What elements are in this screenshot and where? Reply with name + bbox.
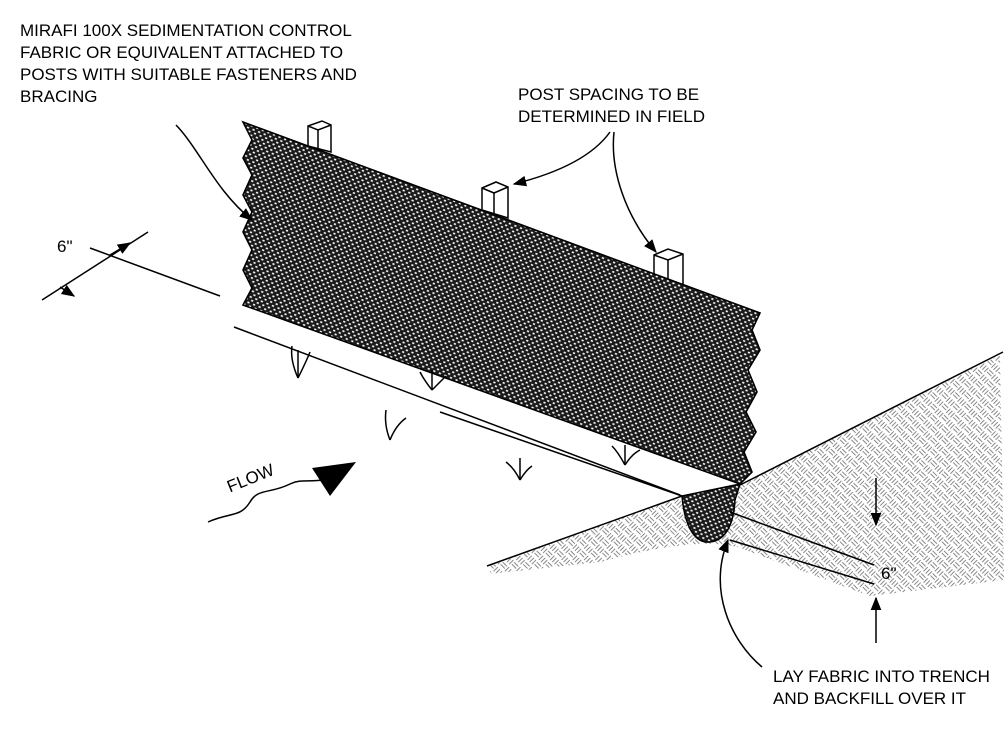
grass-tuft-icon [611, 445, 641, 466]
fabric-callout-line: POSTS WITH SUITABLE FASTENERS AND [20, 65, 357, 84]
trench [681, 483, 742, 543]
grass-tuft-icon [384, 409, 407, 441]
soil-slope [486, 351, 1004, 596]
trench-callout: LAY FABRIC INTO TRENCH AND BACKFILL OVER… [773, 666, 990, 710]
left-offset-label: 6" [57, 237, 73, 256]
post-spacing-callout-line: POST SPACING TO BE [518, 85, 700, 104]
trench-callout-line: LAY FABRIC INTO TRENCH [773, 667, 990, 686]
fabric-callout-line: BRACING [20, 87, 98, 106]
fabric-callout: MIRAFI 100X SEDIMENTATION CONTROL FABRIC… [20, 20, 357, 108]
post-spacing-callout: POST SPACING TO BE DETERMINED IN FIELD [518, 84, 705, 128]
post-icon [307, 120, 332, 153]
fabric-callout-line: FABRIC OR EQUIVALENT ATTACHED TO [20, 43, 344, 62]
fabric-callout-line: MIRAFI 100X SEDIMENTATION CONTROL [20, 21, 352, 40]
post-spacing-callout-line: DETERMINED IN FIELD [518, 107, 706, 126]
grass-tuft-icon [505, 458, 533, 481]
trench-callout-line: AND BACKFILL OVER IT [773, 689, 967, 708]
flow-arrow-icon [207, 462, 356, 523]
leader-fabric [175, 124, 254, 221]
grass-tuft-icon [419, 370, 447, 391]
leader-trench [718, 538, 763, 668]
trench-depth-label: 6" [881, 564, 897, 583]
post-icon [481, 181, 509, 220]
leader-posts [512, 131, 657, 254]
left-offset-dimension [41, 231, 221, 301]
fabric-panel [241, 120, 762, 485]
grass-tuft-icon [290, 345, 311, 379]
